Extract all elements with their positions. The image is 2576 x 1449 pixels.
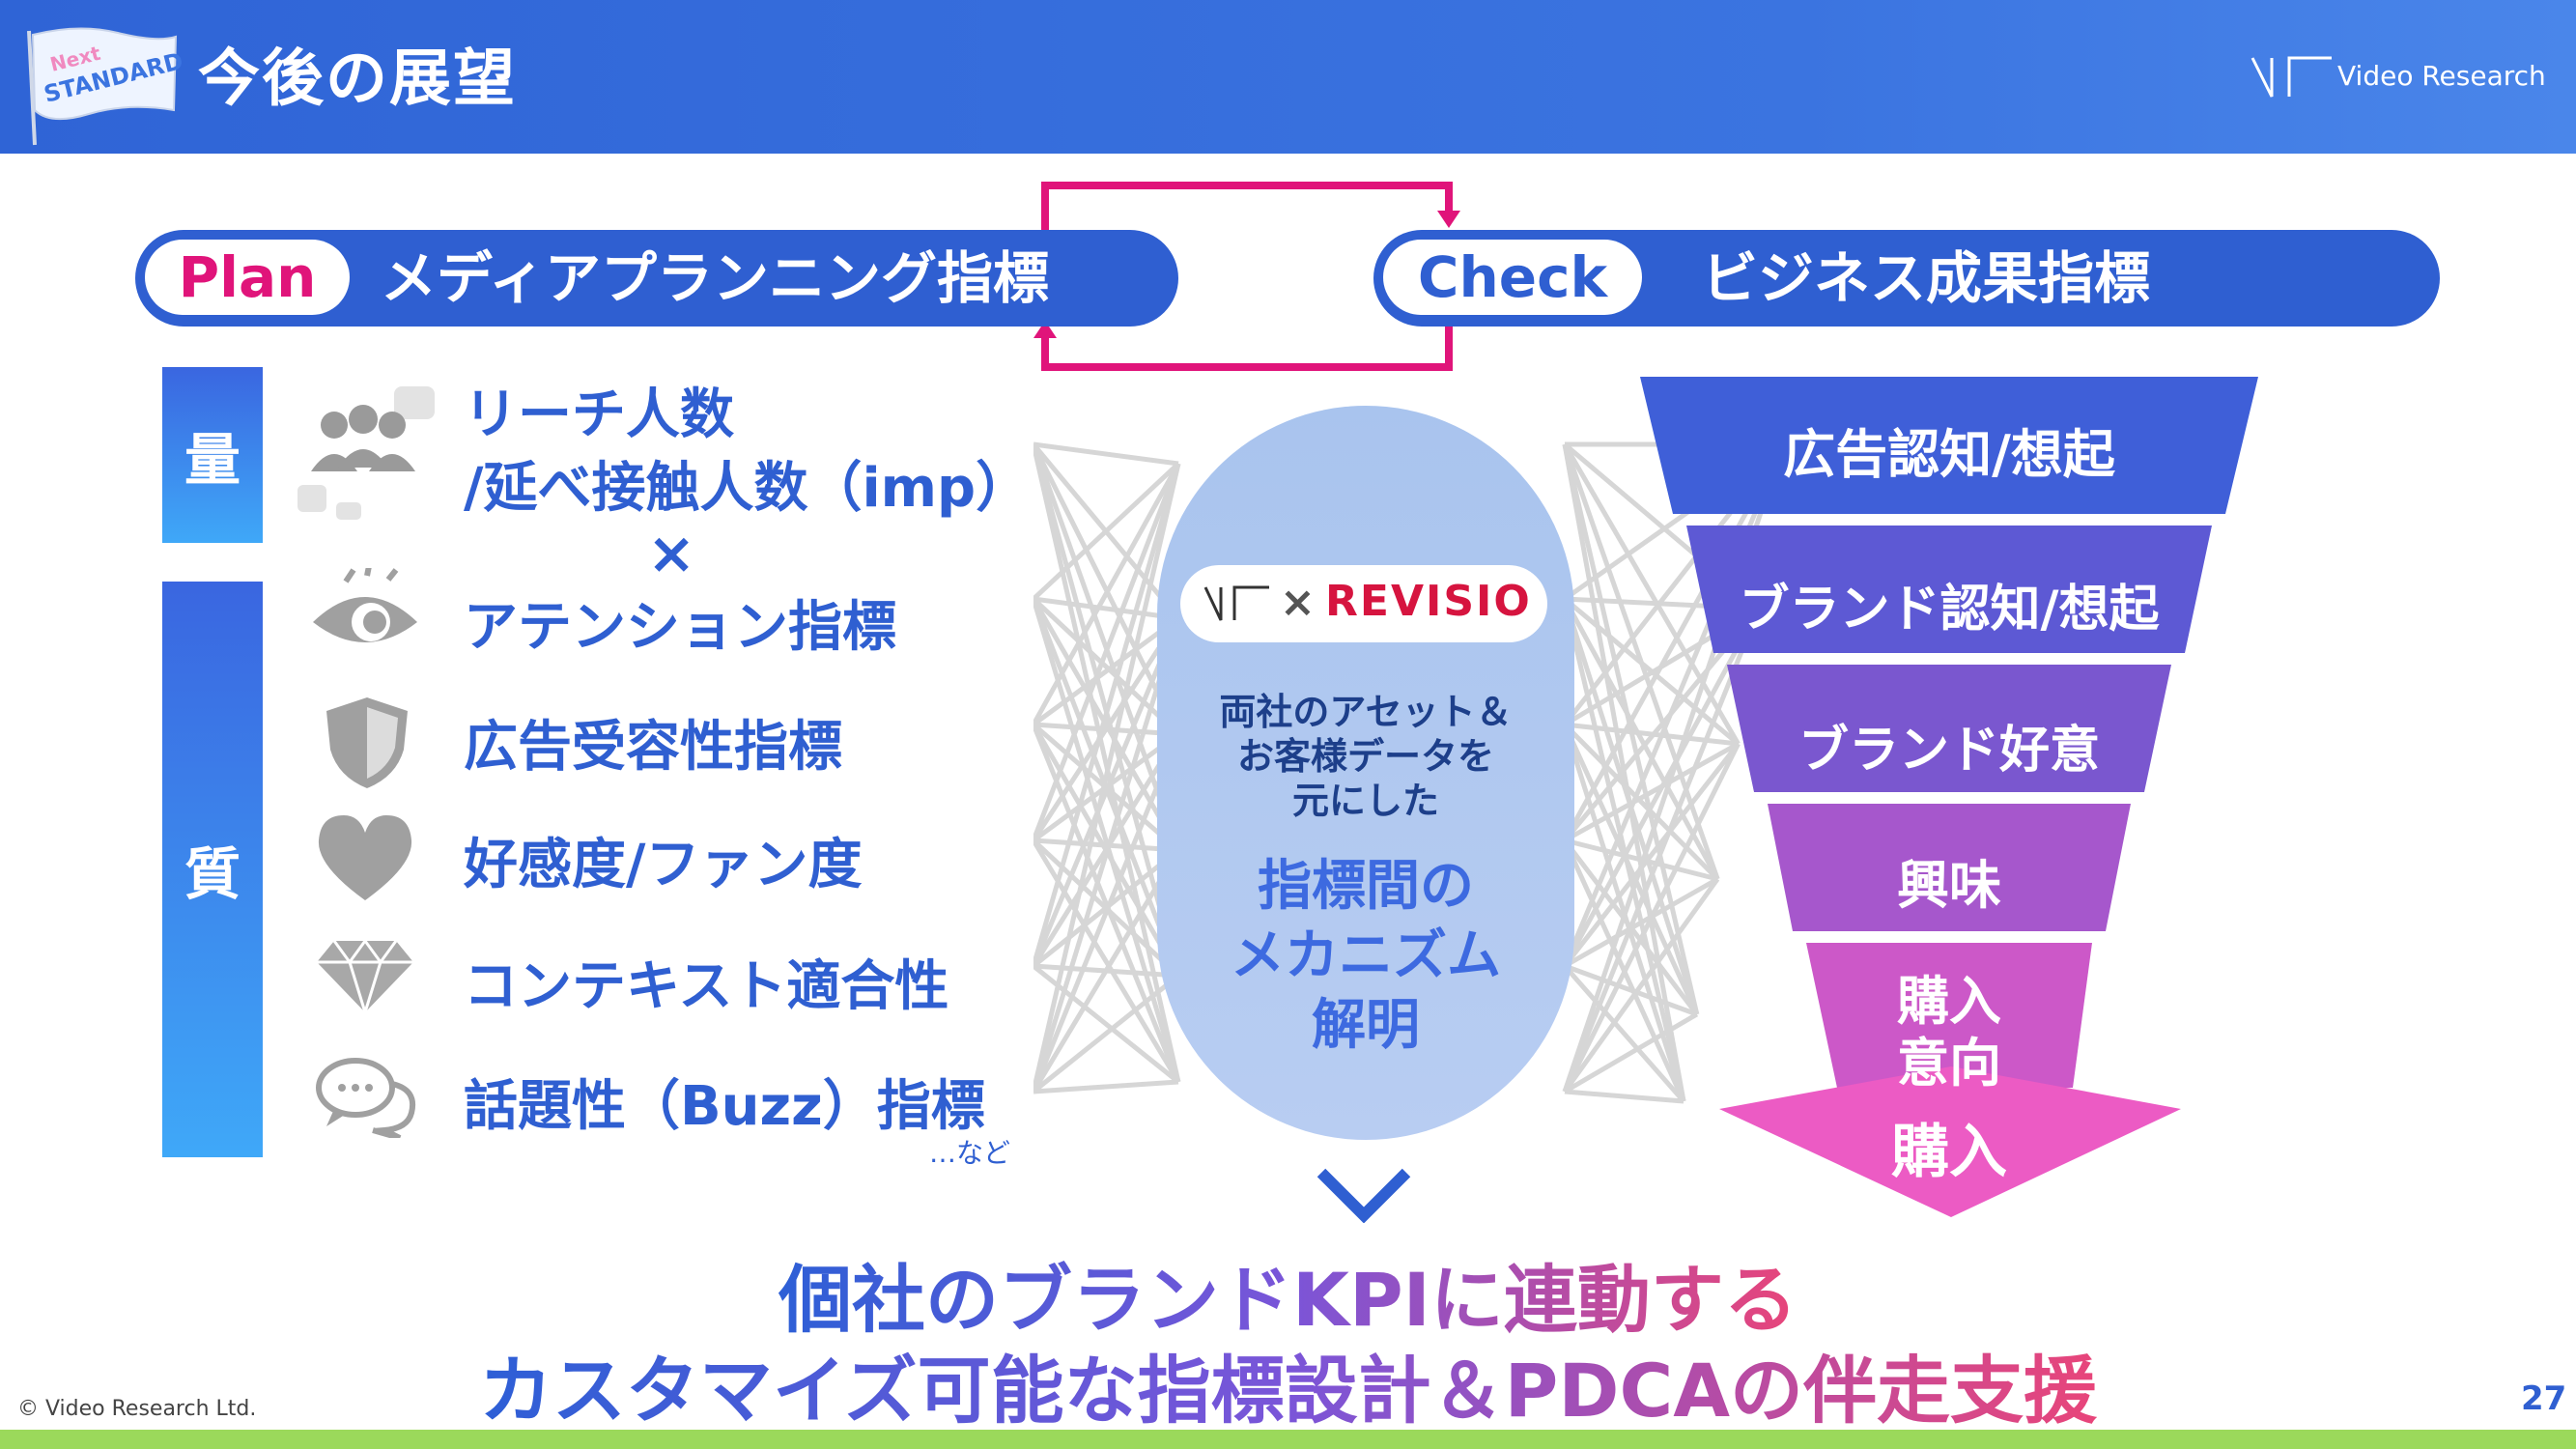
connector-line: [1033, 617, 1181, 1093]
connector-line: [1563, 964, 1685, 1103]
center-big-line1: 指標間の: [1258, 855, 1474, 918]
funnel-stage-intent-line2: 意向: [1897, 1033, 2001, 1094]
center-desc-line3: 元にした: [1291, 780, 1439, 822]
pdca-loop-arrows: [1033, 182, 1460, 371]
funnel-stage-ad-awareness: 広告認知/想起: [1783, 424, 2115, 485]
connector-line: [1033, 462, 1181, 726]
bottom-message-line2: カスタマイズ可能な指標設計＆PDCAの伴走支援: [478, 1348, 2098, 1434]
people-group-icon: [297, 386, 435, 520]
center-big-line2: メカニズム: [1231, 924, 1501, 987]
connector-line: [1033, 463, 1181, 841]
connector-line: [1033, 838, 1179, 853]
connector-line: [1563, 723, 1719, 881]
video-research-mark-small: [1203, 585, 1269, 621]
connector-line: [1563, 742, 1741, 968]
metric-acceptance: 広告受容性指標: [464, 716, 842, 779]
connector-line: [1033, 463, 1181, 1093]
connector-line: [1562, 608, 1762, 1093]
quality-label: 質: [162, 582, 263, 1157]
connector-line: [1033, 462, 1180, 601]
partner-badge: [1180, 565, 1547, 642]
connector-line: [1033, 974, 1180, 1094]
diamond-icon: [317, 938, 413, 1014]
plan-badge: Plan: [145, 240, 350, 315]
funnel-stage-brand-awareness: ブランド認知/想起: [1739, 581, 2160, 639]
connector-line: [1033, 617, 1181, 967]
connector-lines: [1033, 441, 1181, 1094]
heart-icon: [318, 815, 412, 900]
quantity-label: 量: [162, 367, 263, 543]
cross-symbol: ×: [1280, 578, 1316, 627]
video-research-logo-mark: [2250, 56, 2332, 98]
page-title: 今後の展望: [198, 43, 517, 115]
connector-line: [1033, 463, 1181, 967]
connector-line: [1563, 876, 1719, 969]
connector-line: [1563, 741, 1740, 843]
eye-icon: [313, 568, 417, 642]
plan-label: メディアプランニング指標: [381, 245, 1049, 311]
check-pill: Check ビジネス成果指標: [1373, 230, 2440, 327]
metric-attention: アテンション指標: [464, 596, 896, 659]
connector-line: [1033, 1079, 1179, 1094]
funnel-stage-brand-favor: ブランド好意: [1798, 722, 2100, 780]
next-standard-flag-logo: Next STANDARD: [27, 27, 185, 146]
copyright: © Video Research Ltd.: [17, 1397, 257, 1421]
metric-buzz: 話題性（Buzz）指標: [464, 1075, 985, 1138]
connector-line: [1033, 733, 1181, 1093]
connector-line: [1564, 1089, 1684, 1104]
connector-line: [1563, 1011, 1699, 1094]
purchase-funnel: [1640, 377, 2258, 1217]
bottom-message-line1: 個社のブランドKPIに連動する: [778, 1257, 1798, 1343]
revisio-logo-text: REVISIO: [1325, 577, 1532, 626]
center-desc-line1: 両社のアセット＆: [1219, 691, 1513, 733]
plan-pill: Plan メディアプランニング指標: [135, 230, 1178, 327]
connector-line: [1033, 616, 1181, 842]
connector-line: [1562, 723, 1700, 1016]
connector-line: [1564, 963, 1698, 1017]
connector-line: [1033, 597, 1181, 852]
chat-bubbles-icon: [316, 1058, 415, 1138]
connector-line: [1562, 742, 1741, 1094]
connector-line: [1033, 848, 1181, 1094]
center-big-line3: 解明: [1312, 994, 1420, 1057]
funnel-stage-purchase: 購入: [1891, 1119, 2007, 1186]
chevron-down-icon: [1316, 1168, 1411, 1223]
connector-line: [1033, 441, 1179, 467]
times-symbol: ×: [647, 520, 696, 587]
page-number: 27: [2521, 1379, 2567, 1418]
check-label: ビジネス成果指標: [1702, 245, 2151, 311]
connector-line: [1033, 596, 1179, 621]
funnel-stage-interest: 興味: [1897, 855, 2001, 916]
metric-reach-line2: /延べ接触人数（imp）: [464, 457, 1031, 520]
header-bar: [0, 0, 2576, 154]
funnel-stage-intent-line1: 購入: [1897, 971, 2001, 1032]
center-desc-line2: お客様データを: [1236, 735, 1494, 778]
metric-favor: 好感度/ファン度: [464, 834, 863, 896]
connector-line: [1562, 877, 1720, 1094]
etc-label: …など: [929, 1137, 1011, 1169]
connector-line: [1562, 443, 1700, 1015]
metric-reach-line1: リーチ人数: [464, 384, 734, 446]
metric-context: コンテキスト適合性: [464, 955, 949, 1018]
brand-name: Video Research: [2337, 60, 2546, 92]
connector-line: [1033, 597, 1180, 736]
connector-line: [1562, 607, 1762, 968]
connector-line: [1033, 615, 1180, 727]
mechanism-capsule: [1157, 406, 1574, 1140]
check-badge: Check: [1383, 240, 1642, 315]
shield-icon: [326, 697, 408, 788]
footer-bar: [0, 1430, 2576, 1449]
connector-line: [1562, 442, 1741, 746]
